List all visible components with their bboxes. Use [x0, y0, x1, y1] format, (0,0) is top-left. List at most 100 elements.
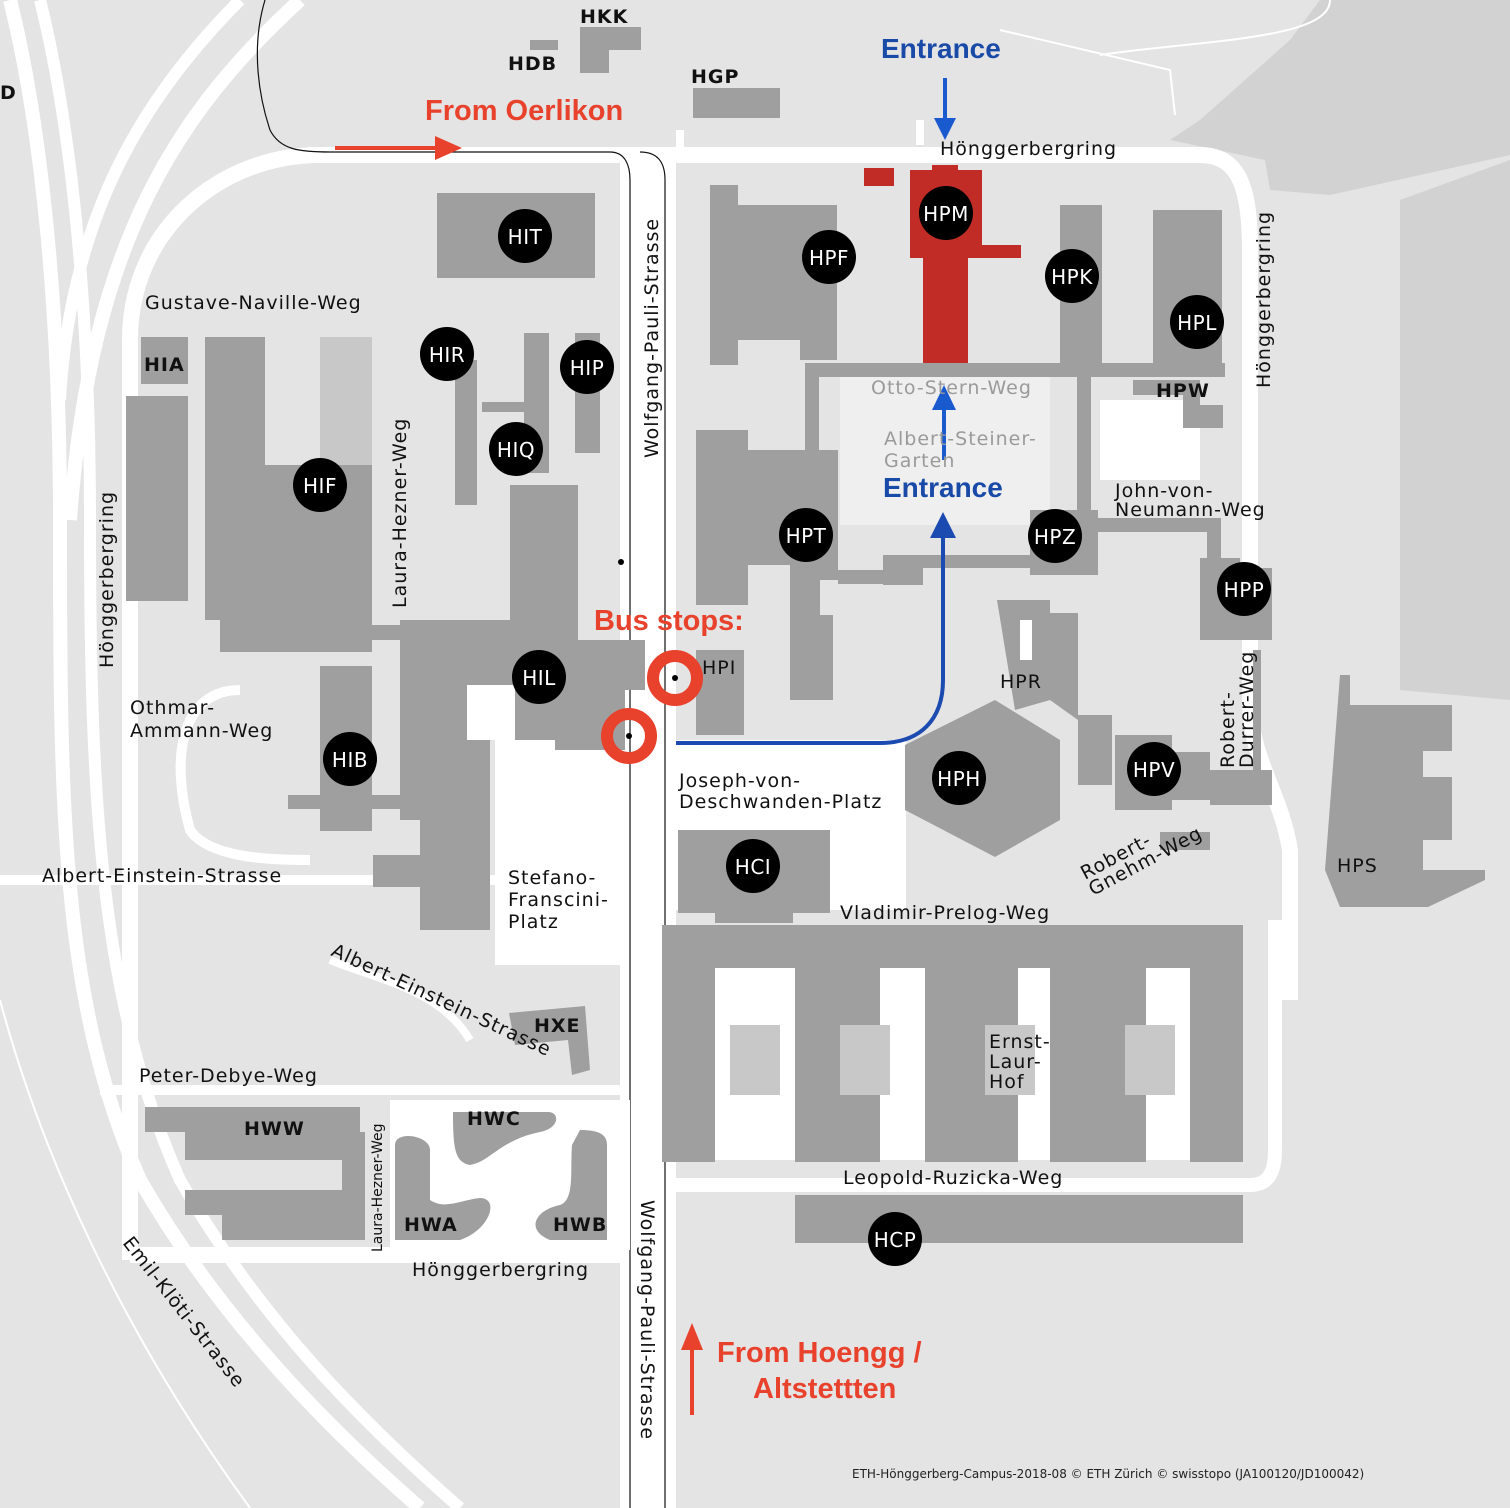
street-label: Ernst- — [989, 1031, 1051, 1053]
green-area — [1170, 0, 1510, 195]
badge-HPK[interactable]: HPK — [1045, 249, 1099, 303]
highlighted-building-annex — [864, 168, 894, 186]
building-code-HPR: HPR — [1000, 671, 1042, 693]
badge-HIF[interactable]: HIF — [293, 458, 347, 512]
badge-HPF[interactable]: HPF — [802, 230, 856, 284]
street-label: Garten — [884, 450, 955, 472]
building-code-HPW: HPW — [1156, 380, 1210, 402]
building-code-HIA: HIA — [144, 354, 185, 376]
street-label: Hof — [989, 1071, 1025, 1093]
street-label: Hönggerbergring — [96, 491, 118, 668]
svg-text:HCP: HCP — [874, 1228, 917, 1252]
svg-text:HCI: HCI — [735, 855, 771, 879]
street-label: Wolfgang-Pauli-Strasse — [636, 1200, 658, 1440]
badge-HPH[interactable]: HPH — [932, 751, 986, 805]
svg-text:HIF: HIF — [303, 474, 337, 498]
badge-HPL[interactable]: HPL — [1170, 295, 1224, 349]
bus-stop-1[interactable] — [647, 650, 703, 706]
street-label: Laura-Hezner-Weg — [370, 1124, 386, 1252]
street-label: John-von- — [1114, 480, 1213, 502]
badge-HPT[interactable]: HPT — [779, 508, 833, 562]
building-code-HWA: HWA — [404, 1214, 458, 1236]
svg-text:HIQ: HIQ — [497, 438, 535, 462]
street-label: Albert-Steiner- — [884, 428, 1037, 450]
svg-text:HIB: HIB — [332, 748, 368, 772]
svg-text:HPL: HPL — [1177, 311, 1217, 335]
from-hoengg-label-1: From Hoengg / — [717, 1337, 922, 1369]
svg-text:HIT: HIT — [508, 225, 543, 249]
entrance-label-top: Entrance — [881, 33, 1001, 64]
street-label: Neumann-Weg — [1115, 499, 1266, 521]
building-code-HPS: HPS — [1337, 855, 1378, 877]
from-oerlikon-label: From Oerlikon — [425, 95, 623, 127]
building-code-HWC: HWC — [467, 1108, 521, 1130]
badge-HCP[interactable]: HCP — [868, 1212, 922, 1266]
svg-text:HPM: HPM — [923, 202, 969, 226]
badge-HIL[interactable]: HIL — [512, 650, 566, 704]
highway — [0, 0, 464, 1508]
bus-stop-dot-icon — [672, 675, 678, 681]
building-code-HDB: HDB — [508, 53, 557, 75]
street-label: Hönggerbergring — [940, 138, 1117, 160]
street-label: Othmar- — [130, 697, 215, 719]
building-code-HWW: HWW — [244, 1118, 305, 1140]
svg-text:HPK: HPK — [1051, 265, 1093, 289]
street-label: Hönggerbergring — [412, 1259, 589, 1281]
tram-line-2 — [639, 151, 666, 1508]
street-label: Robert- — [1217, 691, 1239, 768]
up-arrowhead-icon — [681, 1323, 703, 1350]
badge-HCI[interactable]: HCI — [726, 839, 780, 893]
svg-text:HPF: HPF — [809, 246, 849, 270]
street-label: Vladimir-Prelog-Weg — [840, 902, 1050, 924]
building-code-HKK: HKK — [580, 6, 629, 28]
street-label: Leopold-Ruzicka-Weg — [843, 1167, 1063, 1189]
green-area-right — [1400, 160, 1510, 700]
badge-HPP[interactable]: HPP — [1217, 562, 1271, 616]
svg-text:HPP: HPP — [1224, 578, 1265, 602]
building-code-HXE: HXE — [534, 1015, 581, 1037]
svg-text:HPT: HPT — [786, 524, 827, 548]
badge-HPM[interactable]: HPM — [919, 186, 973, 240]
building-codes: HKK HDB HGP HIA HPW HPI HPR HPS HXE HWW … — [0, 6, 1378, 1236]
building-code-HPI: HPI — [702, 657, 736, 679]
street-label: Hönggerbergring — [1253, 211, 1275, 388]
from-hoengg-label-2: Altstettten — [753, 1373, 896, 1405]
bus-stop-dot-icon — [626, 733, 632, 739]
building-badges: HIT HPM HPF HPK HPL HIR HIP HIQ HIF HPT … — [293, 186, 1271, 1266]
badge-HIQ[interactable]: HIQ — [489, 422, 543, 476]
entrance-label-mid: Entrance — [883, 472, 1003, 503]
svg-text:HPH: HPH — [937, 767, 981, 791]
svg-text:HIR: HIR — [429, 343, 465, 367]
badge-HPV[interactable]: HPV — [1127, 742, 1181, 796]
badge-HIB[interactable]: HIB — [323, 732, 377, 786]
svg-text:HIP: HIP — [570, 356, 605, 380]
badge-HIP[interactable]: HIP — [560, 340, 614, 394]
building-code-HGP: HGP — [691, 66, 739, 88]
down-arrowhead-icon — [934, 118, 956, 140]
bus-stops-label: Bus stops: — [594, 605, 744, 637]
route-arrowhead-icon — [930, 512, 956, 538]
street-label: Joseph-von- — [678, 770, 801, 792]
up-arrowhead-icon — [932, 385, 956, 410]
street-label: Gustave-Naville-Weg — [145, 292, 362, 314]
bus-stop-2[interactable] — [601, 708, 657, 764]
street-label: Peter-Debye-Weg — [139, 1065, 318, 1087]
street-label: Otto-Stern-Weg — [871, 377, 1032, 399]
tram-line — [256, 0, 631, 1508]
building-code-D: D — [0, 82, 17, 104]
tram-stop-dot-icon — [618, 559, 624, 565]
svg-text:HIL: HIL — [522, 666, 556, 690]
street-label: Platz — [508, 911, 559, 933]
svg-text:HPZ: HPZ — [1034, 525, 1076, 549]
badge-HIR[interactable]: HIR — [420, 327, 474, 381]
roads — [0, 0, 1331, 1263]
plaza — [495, 740, 625, 965]
street-label: Laura-Hezner-Weg — [389, 418, 411, 608]
building-code-HWB: HWB — [553, 1214, 607, 1236]
badge-HIT[interactable]: HIT — [498, 209, 552, 263]
badge-HPZ[interactable]: HPZ — [1028, 509, 1082, 563]
street-label: Stefano- — [508, 867, 596, 889]
street-label: Albert-Einstein-Strasse — [42, 865, 282, 887]
street-label: Franscini- — [508, 889, 609, 911]
